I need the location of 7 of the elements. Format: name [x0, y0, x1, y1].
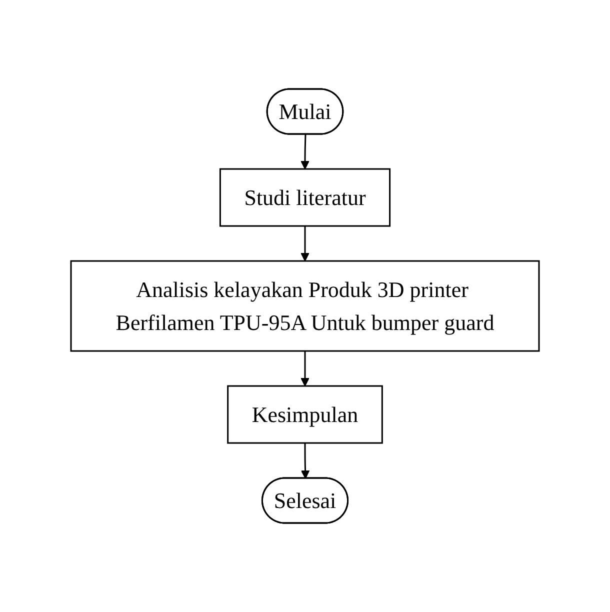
node-box: Kesimpulan	[227, 385, 383, 444]
node-box: Studi literatur	[219, 168, 391, 227]
arrow	[300, 351, 310, 386]
arrow	[300, 226, 310, 262]
arrow	[300, 443, 310, 479]
node-box: Analisis kelayakan Produk 3D printer Berfilamen TPU-95A Untuk bumper guard	[70, 260, 540, 352]
arrow	[300, 134, 310, 170]
